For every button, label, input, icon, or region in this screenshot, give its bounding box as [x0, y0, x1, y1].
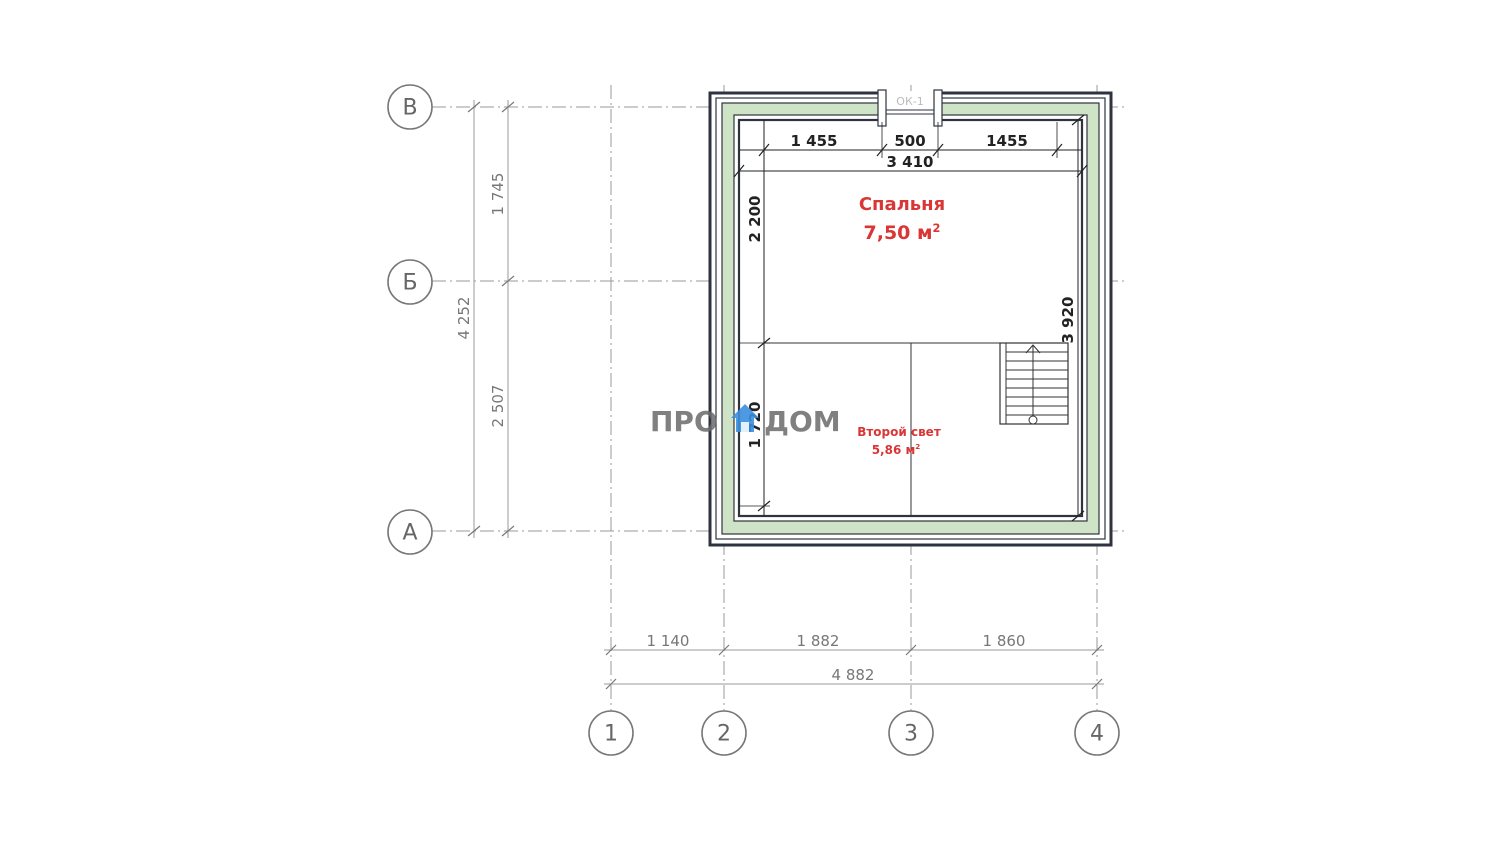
- left-dim-total: 4 252: [455, 297, 473, 340]
- axis-label-col-3: 3: [904, 722, 918, 747]
- inner-dim-width: 3 410: [887, 153, 934, 171]
- inner-tick: [733, 164, 745, 178]
- window-tag: ОК-1: [896, 95, 923, 108]
- axis-label-row-b: Б: [402, 271, 417, 296]
- outer-tick: [718, 644, 730, 656]
- second-light-area-value: 5,86 м: [872, 443, 916, 457]
- interior-lines: [763, 342, 1000, 516]
- inner-tick: [1071, 510, 1085, 522]
- inner-tick: [1071, 114, 1085, 126]
- outer-tick: [501, 101, 515, 113]
- room-labels: Спальня 7,50 м2 Второй свет 5,86 м2: [857, 194, 945, 457]
- bottom-dim-2: 1 882: [797, 632, 840, 650]
- axis-bubbles: В Б А 1 2 3 4: [387, 84, 1120, 756]
- staircase: [999, 342, 1069, 425]
- stair-start-icon: [1028, 415, 1038, 425]
- bedroom-area-sup: 2: [933, 221, 941, 235]
- inner-dimensions: 1 455 500 1455 3 410 2 200 1 720 3 920: [733, 114, 1088, 522]
- watermark-logo: ПРО ДОМ: [650, 404, 841, 438]
- second-light-area-sup: 2: [915, 442, 920, 451]
- axis-label-row-a: А: [402, 521, 417, 546]
- stair-arrow-icon: [1025, 344, 1041, 354]
- axis-label-col-2: 2: [717, 722, 731, 747]
- outer-tick: [605, 644, 617, 656]
- bedroom-area-value: 7,50 м: [864, 222, 933, 244]
- left-dimensions: 4 252 1 745 2 507: [455, 100, 515, 538]
- inner-dim-top-left: 1 455: [791, 132, 838, 150]
- outer-tick: [501, 525, 515, 537]
- inner-dim-left-upper: 2 200: [746, 196, 764, 243]
- bottom-dimensions: 1 140 1 882 1 860 4 882: [604, 632, 1104, 690]
- left-dim-lower: 2 507: [489, 385, 507, 428]
- bottom-dim-1: 1 140: [647, 632, 690, 650]
- axis-bubble-row-a: [387, 509, 433, 555]
- outer-tick: [605, 678, 617, 690]
- inner-dim-top-mid: 500: [894, 132, 925, 150]
- axis-bubble-col-3: [888, 710, 934, 756]
- inner-tick: [1076, 164, 1088, 178]
- bottom-dim-total: 4 882: [832, 666, 875, 684]
- outer-tick: [1091, 678, 1103, 690]
- axis-bubble-row-v: [387, 84, 433, 130]
- outer-tick: [905, 644, 917, 656]
- bedroom-name: Спальня: [859, 194, 945, 215]
- bedroom-area: 7,50 м2: [864, 221, 941, 244]
- window-ok1: ОК-1: [877, 89, 943, 127]
- inner-dim-right-total: 3 920: [1059, 297, 1077, 344]
- second-light-name: Второй свет: [857, 425, 941, 439]
- axis-bubble-row-b: [387, 259, 433, 305]
- axis-bubble-col-2: [701, 710, 747, 756]
- axis-bubble-col-1: [588, 710, 634, 756]
- axis-bubble-col-4: [1074, 710, 1120, 756]
- window-frame-left: [877, 89, 887, 127]
- outer-tick: [467, 101, 481, 113]
- left-dim-upper: 1 745: [489, 173, 507, 216]
- inner-dim-top-right: 1455: [986, 132, 1028, 150]
- axis-label-col-1: 1: [604, 722, 618, 747]
- outer-tick: [501, 275, 515, 287]
- axis-label-row-v: В: [402, 96, 417, 121]
- bottom-dim-3: 1 860: [983, 632, 1026, 650]
- second-light-area: 5,86 м2: [872, 442, 921, 457]
- stair-outline: [999, 342, 1069, 425]
- window-frame-right: [933, 89, 943, 127]
- axis-label-col-4: 4: [1090, 722, 1104, 747]
- window-opening: [880, 91, 940, 123]
- watermark-right: ДОМ: [764, 405, 841, 438]
- watermark-left: ПРО: [650, 405, 718, 438]
- outer-tick: [1091, 644, 1103, 656]
- outer-tick: [467, 525, 481, 537]
- house-logo-icon: [731, 404, 759, 432]
